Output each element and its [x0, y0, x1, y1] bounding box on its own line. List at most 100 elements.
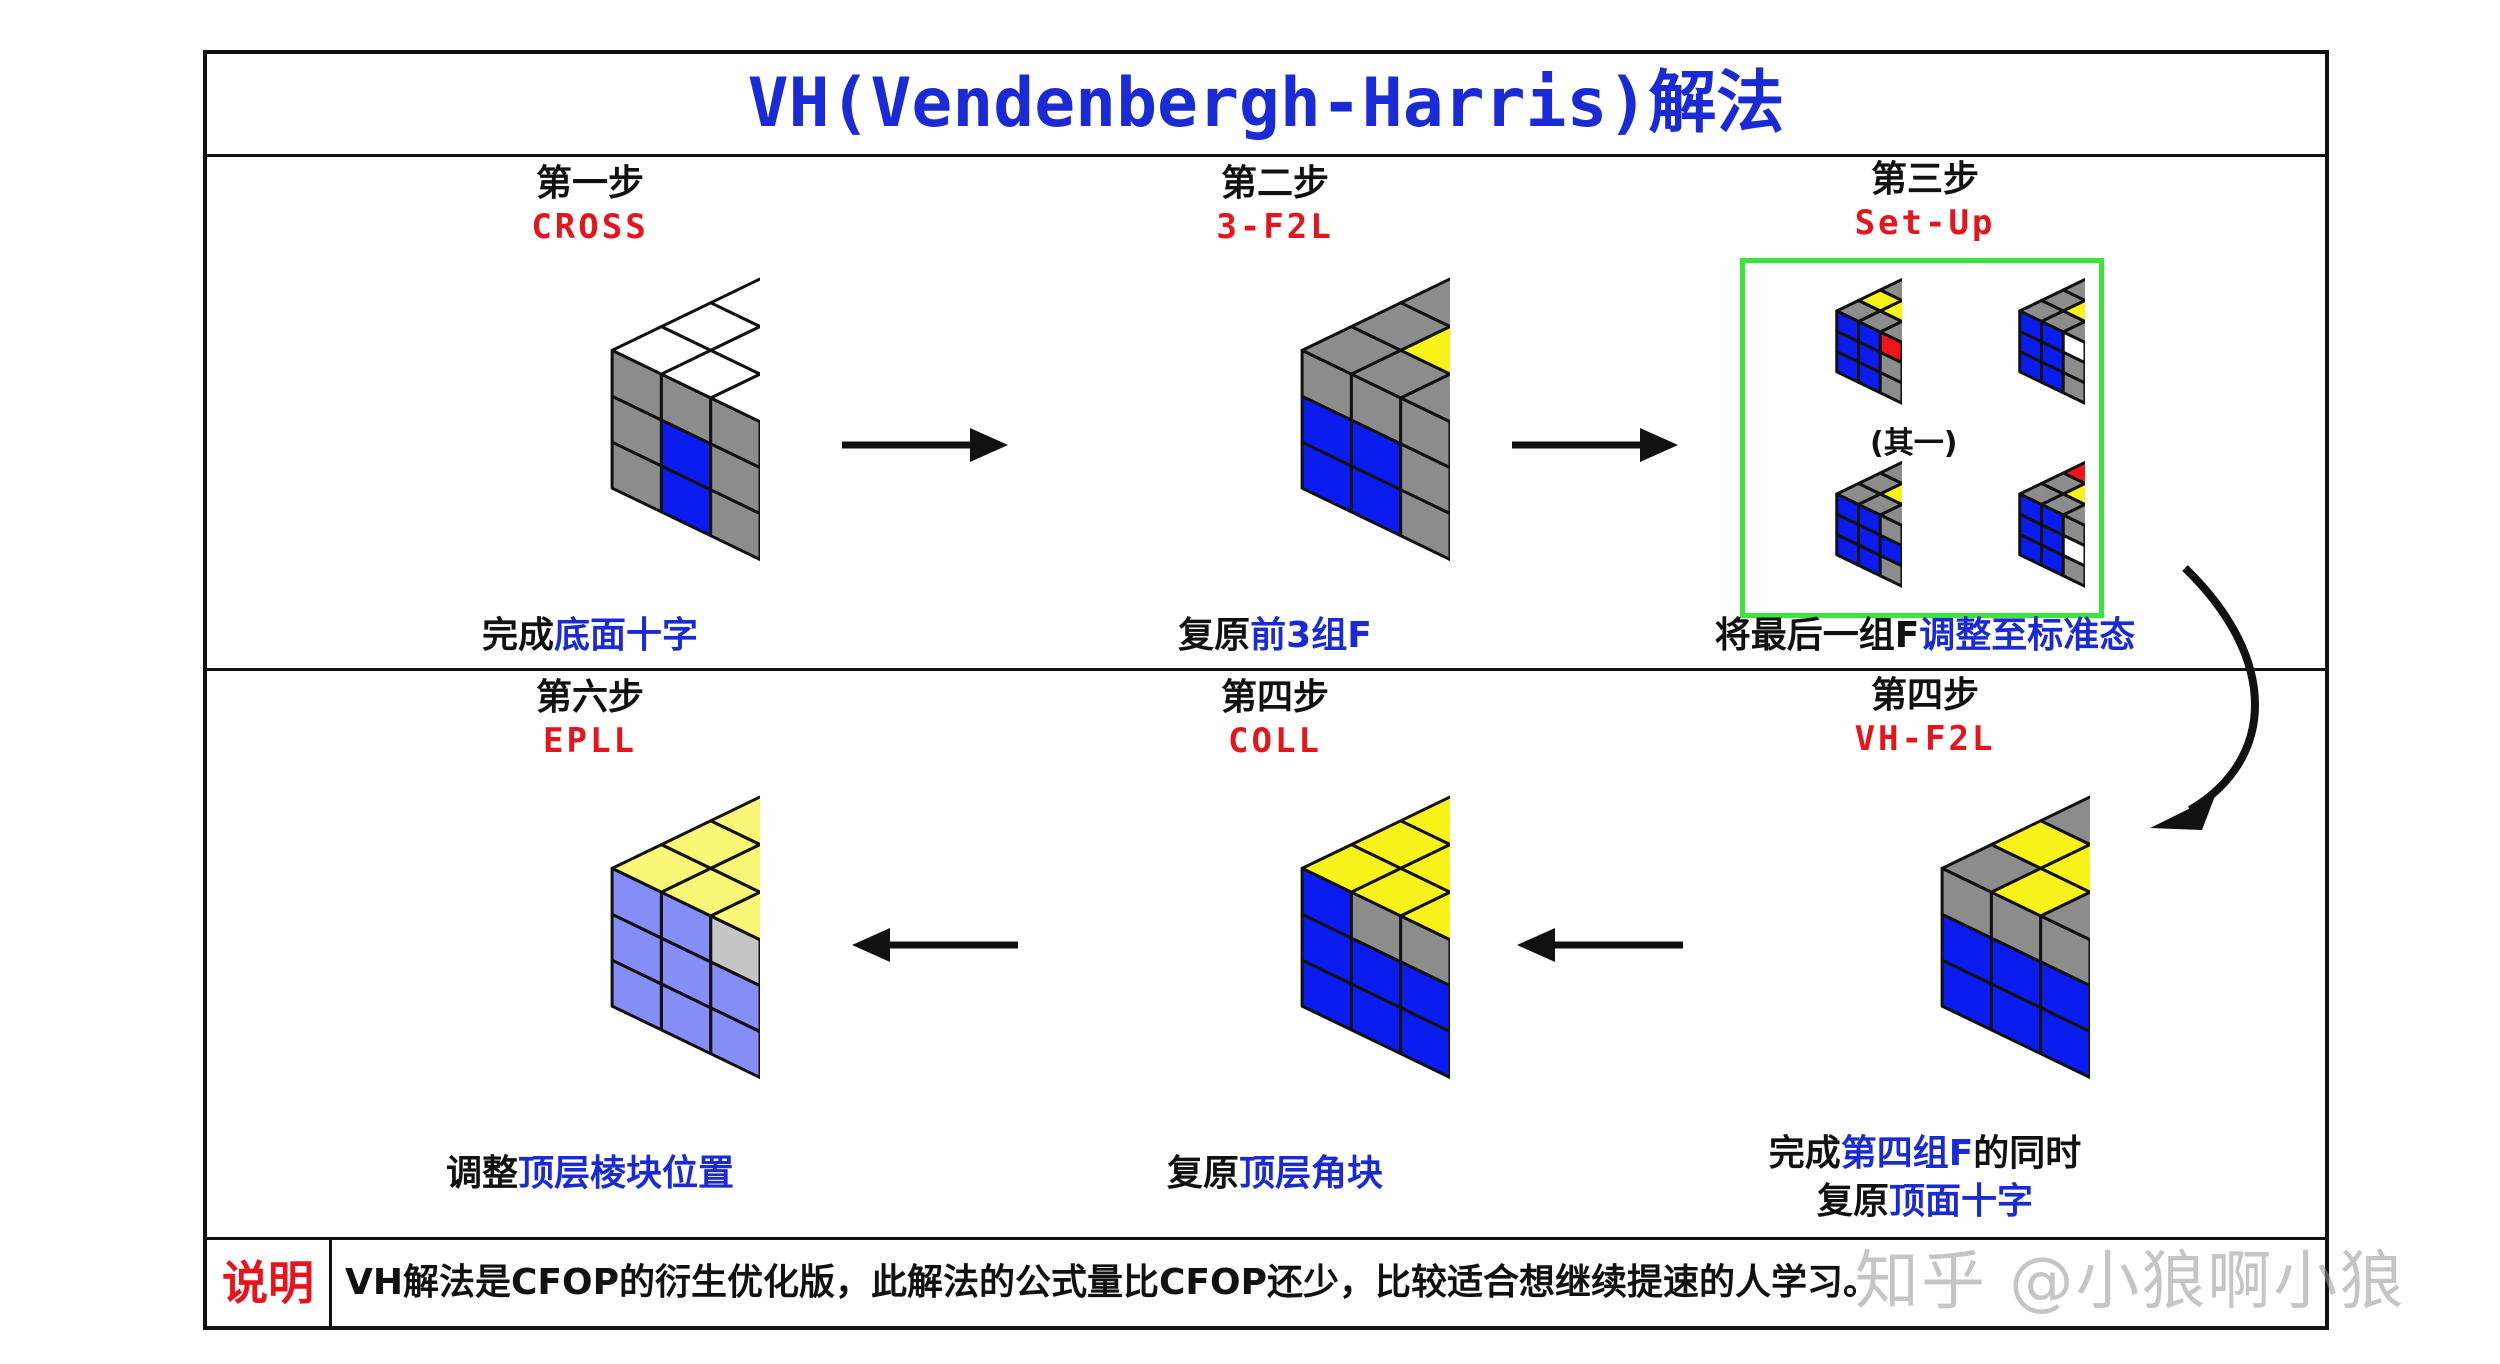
- left-sticker: [2061, 513, 2085, 548]
- step-2-number: 第二步: [1220, 163, 1329, 204]
- left-sticker: [1399, 960, 1450, 1034]
- top-sticker: [1399, 843, 1450, 894]
- left-sticker: [1399, 914, 1450, 988]
- left-sticker: [2061, 371, 2085, 405]
- top-sticker: [1399, 795, 1450, 847]
- setup-one-of-label: (其一): [1870, 426, 1958, 461]
- cube-coll: [1300, 795, 1450, 1079]
- step-6-caption-plain: 调整: [445, 1153, 518, 1194]
- step-6-number: 第六步: [535, 677, 644, 718]
- top-sticker: [709, 843, 760, 894]
- step-1-heading: 第一步 CROSS: [340, 162, 840, 248]
- top-sticker: [2039, 843, 2090, 894]
- top-sticker: [709, 890, 760, 942]
- left-sticker: [2061, 330, 2085, 365]
- cube-epll: [610, 795, 760, 1079]
- left-sticker: [2039, 914, 2090, 988]
- step-4-caption: 完成第四组F的同时 复原顶面十字: [1575, 1130, 2275, 1226]
- step-5-caption-highlight: 顶层角块: [1239, 1153, 1384, 1194]
- step-1-number: 第一步: [535, 163, 644, 204]
- top-sticker: [1878, 320, 1902, 344]
- left-sticker: [1878, 350, 1902, 385]
- top-sticker: [709, 795, 760, 847]
- left-sticker: [1399, 442, 1450, 516]
- left-sticker: [709, 914, 760, 988]
- step-4-caption-plain-1: 完成: [1768, 1133, 1841, 1174]
- step-4-caption-tail-1: 的同时: [1973, 1133, 2082, 1174]
- step-3-heading: 第三步 Set-Up: [1675, 158, 2175, 244]
- top-sticker: [1399, 890, 1450, 942]
- step-1-caption-highlight: 底面十字: [554, 615, 699, 656]
- step-4-number: 第四步: [1870, 675, 1979, 716]
- step-3-caption-highlight: 调整至标准态: [1919, 615, 2136, 656]
- step-3-number: 第三步: [1870, 159, 1979, 200]
- setup-cases-box: [1740, 258, 2104, 618]
- left-sticker: [709, 442, 760, 516]
- step-6-caption: 调整顶层棱块位置: [240, 1150, 940, 1198]
- note-divider-vertical: [329, 1240, 332, 1328]
- top-sticker: [1399, 325, 1450, 376]
- left-sticker: [2039, 1006, 2090, 1079]
- left-sticker: [1399, 1006, 1450, 1079]
- top-sticker: [2061, 278, 2085, 302]
- left-sticker: [1878, 533, 1902, 568]
- top-sticker: [709, 325, 760, 376]
- note-label: 说明: [222, 1256, 314, 1310]
- left-sticker: [2061, 533, 2085, 568]
- arrow-left-1: [1517, 928, 1683, 962]
- left-sticker: [1878, 330, 1902, 365]
- step-1-caption-plain: 完成: [481, 615, 554, 656]
- note-divider: [203, 1237, 2329, 1240]
- step-4-name: VH-F2L: [1854, 719, 1996, 759]
- step-1-name: CROSS: [531, 207, 649, 247]
- note-text: VH解法是CFOP的衍生优化版，此解法的公式量比CFOP还少，比较适合想继续提速…: [345, 1262, 1879, 1303]
- top-sticker: [2061, 503, 2085, 527]
- top-sticker: [1878, 482, 1902, 506]
- step-4-heading: 第四步 VH-F2L: [1675, 674, 2175, 760]
- arrow-left-2: [852, 928, 1018, 962]
- cube-cross: [610, 277, 760, 561]
- left-sticker: [1878, 513, 1902, 548]
- step-3-caption: 将最后一组F调整至标准态: [1575, 612, 2275, 660]
- step-5-caption-plain: 复原: [1166, 1153, 1239, 1194]
- step-3-caption-plain: 将最后一组F: [1714, 615, 1920, 656]
- setup-case-3: [1835, 461, 1902, 588]
- left-sticker: [1399, 396, 1450, 470]
- setup-case-4: [2018, 461, 2085, 588]
- top-sticker: [1878, 503, 1902, 527]
- left-sticker: [1399, 488, 1450, 561]
- step-6-caption-highlight: 顶层棱块位置: [518, 1153, 735, 1194]
- step-4-caption-plain-2: 复原: [1816, 1181, 1889, 1222]
- setup-case-1: [1835, 278, 1902, 405]
- top-sticker: [2039, 890, 2090, 942]
- left-sticker: [709, 1006, 760, 1079]
- title-divider: [203, 154, 2329, 157]
- top-sticker: [1399, 372, 1450, 424]
- step-3-name: Set-Up: [1854, 203, 1996, 243]
- left-sticker: [1878, 371, 1902, 405]
- left-sticker: [2061, 554, 2085, 588]
- step-5-caption: 复原顶层角块: [925, 1150, 1625, 1198]
- watermark: 知乎 @小狼啊小狼: [1855, 1245, 2406, 1319]
- step-2-heading: 第二步 3-F2L: [1025, 162, 1525, 248]
- diagram-title: VH(Vendenbergh-Harris)解法: [747, 64, 1785, 143]
- top-sticker: [1878, 278, 1902, 302]
- cube-vhf2l: [1940, 795, 2090, 1079]
- step-2-caption-plain: 复原: [1178, 615, 1251, 656]
- step-6-name: EPLL: [543, 721, 637, 761]
- top-sticker: [2061, 461, 2085, 485]
- step-4-caption-line-1: 完成第四组F的同时: [1575, 1130, 2275, 1178]
- cube-3f2l: [1300, 277, 1450, 561]
- top-sticker: [709, 372, 760, 424]
- left-sticker: [1878, 554, 1902, 588]
- step-5-heading: 第四步 COLL: [1025, 676, 1525, 762]
- arrow-right-1: [842, 428, 1008, 462]
- left-sticker: [709, 960, 760, 1034]
- step-2-caption-highlight: 前3组F: [1250, 615, 1372, 656]
- step-5-number: 第四步: [1220, 677, 1329, 718]
- left-sticker: [2039, 960, 2090, 1034]
- step-1-caption: 完成底面十字: [240, 612, 940, 660]
- step-4-caption-line-2: 复原顶面十字: [1575, 1178, 2275, 1226]
- top-sticker: [1878, 299, 1902, 323]
- top-sticker: [2039, 795, 2090, 847]
